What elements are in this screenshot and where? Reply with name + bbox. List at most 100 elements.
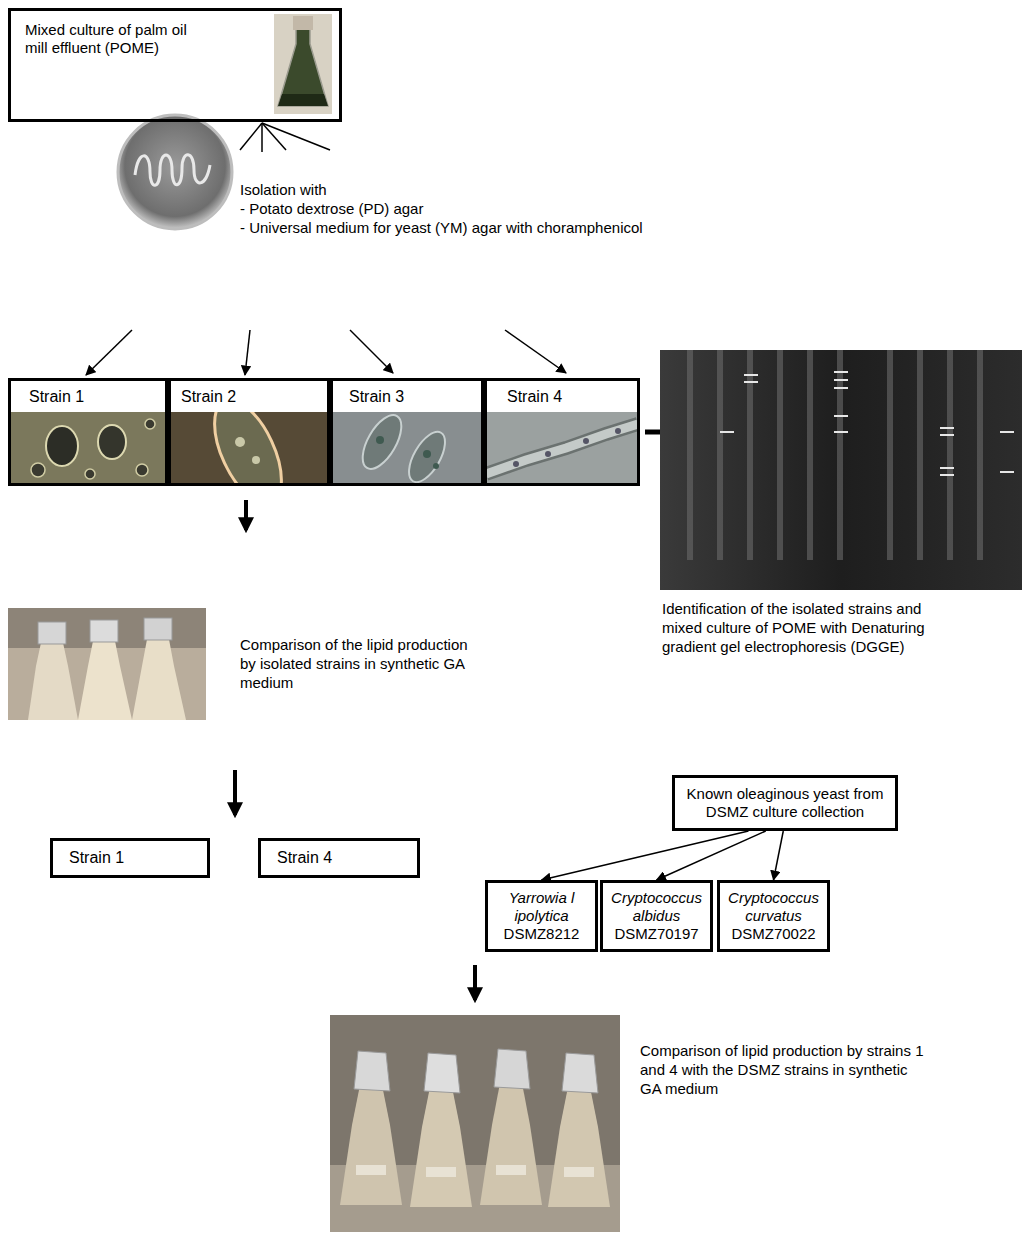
box-title: Strain 3 — [349, 387, 404, 406]
arrow-line — [245, 330, 250, 375]
vacuole — [615, 428, 621, 434]
photo-ground — [486, 412, 638, 484]
photo-ground — [10, 412, 166, 484]
photo-ground — [330, 1015, 620, 1232]
strain-box: Strain 3 — [330, 378, 484, 486]
arrow-connector — [657, 831, 766, 880]
lane — [917, 350, 923, 560]
box-title: Cryptococcus curvatus — [724, 889, 823, 925]
step-note: Comparison of lipid production by strain… — [640, 1042, 930, 1098]
box-title: Strain 1 — [29, 387, 84, 406]
band — [744, 374, 758, 376]
foil-cap — [144, 618, 172, 640]
streak-line — [135, 155, 210, 186]
box-title: Strain 2 — [181, 387, 236, 406]
down-arrow — [233, 770, 237, 815]
flask-plug — [293, 16, 313, 30]
vacuole — [252, 456, 260, 464]
method-item: - Potato dextrose (PD) agar — [240, 200, 423, 219]
petri-dish — [118, 115, 232, 229]
selected-strain-box: Strain 1 — [50, 838, 210, 878]
flask-tag — [564, 1167, 594, 1177]
foil-cap — [354, 1051, 390, 1091]
flask-body — [278, 18, 328, 106]
foil-cap — [494, 1049, 530, 1089]
fan-lines — [240, 123, 330, 152]
strain-box: Strain 2 — [168, 378, 330, 486]
reference-strain-box: Cryptococcus albidusDSMZ70197 — [600, 880, 713, 952]
step-note: Comparison of the lipid production by is… — [240, 636, 475, 692]
vacuole — [235, 437, 245, 447]
vacuole — [583, 438, 589, 444]
band — [834, 387, 848, 389]
band — [940, 474, 954, 476]
cell — [355, 409, 409, 475]
method-heading: Isolation with — [240, 181, 327, 200]
photo-ground — [332, 412, 482, 484]
down-arrow — [244, 500, 248, 530]
strain-box: Strain 1 — [8, 378, 168, 486]
gel-bands — [720, 372, 1014, 475]
flask — [548, 1087, 610, 1207]
reference-strain-box: Yarrowia l ipolyticaDSMZ8212 — [485, 880, 598, 952]
fan-line — [261, 123, 263, 152]
box-title: Known oleaginous yeast from DSMZ culture… — [681, 785, 889, 821]
flask — [410, 1087, 472, 1207]
box-title: Strain 4 — [507, 387, 562, 406]
cell — [46, 426, 78, 466]
flask — [28, 638, 78, 720]
photo-ground — [274, 14, 332, 114]
micrograph — [170, 390, 328, 513]
band — [834, 379, 848, 381]
source-box: Mixed culture of palm oil mill effluent … — [8, 8, 342, 122]
box-title: Strain 1 — [69, 848, 191, 867]
lane — [807, 350, 813, 560]
vacuole — [433, 463, 439, 469]
down-arrow — [473, 965, 477, 1000]
lane — [687, 350, 693, 560]
cell — [85, 469, 95, 479]
vacuole — [423, 450, 431, 458]
arrow-connector — [774, 831, 784, 880]
lane — [887, 350, 893, 560]
header-ground — [10, 380, 638, 412]
flask-tag — [496, 1165, 526, 1175]
hypha — [486, 424, 638, 474]
flask — [132, 634, 186, 720]
arrow-line — [505, 330, 566, 373]
cell — [402, 426, 453, 487]
collection-box: Known oleaginous yeast from DSMZ culture… — [672, 775, 898, 831]
flask — [78, 636, 132, 720]
isolation-arrows — [86, 330, 566, 375]
gel-ground — [660, 350, 1022, 590]
box-subtitle: DSMZ8212 — [492, 925, 591, 943]
box-subtitle: DSMZ70197 — [607, 925, 706, 943]
cell — [136, 464, 148, 476]
lane — [977, 350, 983, 560]
fan-line — [262, 123, 330, 150]
cell — [98, 425, 126, 459]
hypha — [486, 424, 638, 474]
gel-lanes — [690, 350, 980, 560]
band — [744, 381, 758, 383]
photo-ground — [8, 608, 206, 720]
lane — [777, 350, 783, 560]
flasks-photo — [8, 608, 206, 720]
band — [1000, 431, 1014, 433]
flask-tag — [356, 1165, 386, 1175]
foil-cap — [562, 1053, 598, 1093]
vacuole — [513, 461, 519, 467]
vacuole — [545, 451, 551, 457]
arrow-line — [86, 330, 132, 375]
flask — [480, 1083, 542, 1205]
dgge-gel — [660, 350, 1022, 590]
strain-box: Strain 4 — [484, 378, 640, 486]
foil-cap — [90, 620, 118, 642]
box-title: Strain 4 — [277, 848, 401, 867]
foil-cap — [424, 1053, 460, 1093]
reference-strain-box: Cryptococcus curvatusDSMZ70022 — [717, 880, 830, 952]
flask-liquid — [278, 94, 328, 106]
